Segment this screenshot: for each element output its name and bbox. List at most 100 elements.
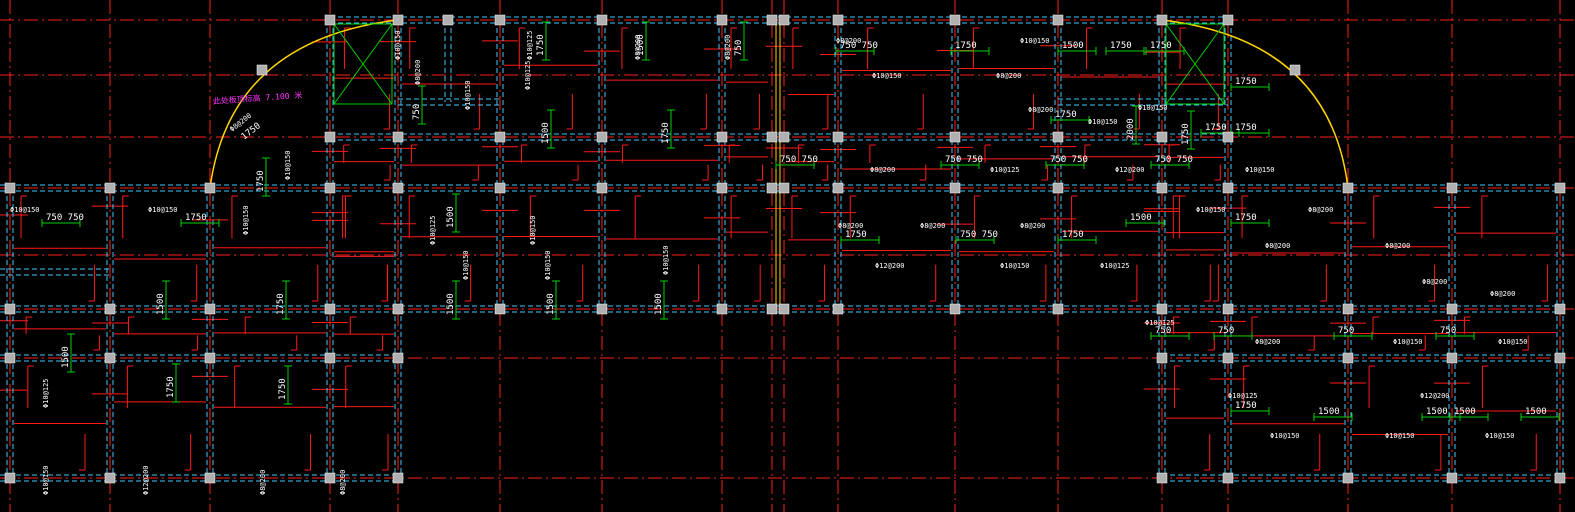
dimension-label: 1500 bbox=[446, 293, 456, 315]
column bbox=[716, 14, 728, 26]
rebar-label: Φ8@200 bbox=[1265, 242, 1290, 250]
rebar-label: Φ10@150 bbox=[242, 205, 250, 235]
column-layer bbox=[4, 14, 1566, 484]
dimension-label: 2000 bbox=[1126, 118, 1136, 140]
column bbox=[324, 472, 336, 484]
rebar-label: Φ10@125 bbox=[1145, 319, 1175, 327]
column bbox=[1554, 303, 1566, 315]
rebar-label: Φ10@150 bbox=[1138, 104, 1168, 112]
dimension-label: 750 750 bbox=[840, 41, 878, 51]
dimension-label: 1750 bbox=[1055, 110, 1077, 120]
dimension-label: 1500 bbox=[654, 293, 664, 315]
rebar-label: Φ8@200 bbox=[259, 470, 267, 495]
column bbox=[1052, 131, 1064, 143]
dimension-label: 750 bbox=[1218, 326, 1234, 336]
dimension-label: 1750 bbox=[256, 170, 266, 192]
column bbox=[1222, 131, 1234, 143]
shaft-cross bbox=[333, 23, 393, 105]
dimension-label: 750 bbox=[1155, 326, 1171, 336]
rebar-label: Φ10@125 bbox=[1100, 262, 1130, 270]
dimension-label: 750 bbox=[412, 104, 422, 120]
column bbox=[832, 131, 844, 143]
column bbox=[204, 472, 216, 484]
column bbox=[1156, 352, 1168, 364]
column bbox=[4, 182, 16, 194]
column bbox=[778, 131, 790, 143]
dimension-label: 1750 bbox=[1235, 213, 1257, 223]
rebar-label: Φ8@200 bbox=[414, 60, 422, 85]
dimension-label: 1750 bbox=[278, 378, 288, 400]
rebar-label: Φ8@200 bbox=[1028, 106, 1053, 114]
column bbox=[392, 352, 404, 364]
column bbox=[596, 14, 608, 26]
dimension-label: 1750 bbox=[955, 41, 977, 51]
column bbox=[104, 352, 116, 364]
rebar-label: Φ8@200 bbox=[1385, 242, 1410, 250]
column bbox=[104, 303, 116, 315]
column bbox=[204, 303, 216, 315]
column bbox=[1222, 352, 1234, 364]
rebar-label: Φ8@200 bbox=[920, 222, 945, 230]
rebar-label: Φ10@125 bbox=[526, 30, 534, 60]
rebar-label: Φ10@150 bbox=[872, 72, 902, 80]
column bbox=[949, 131, 961, 143]
rebar-label: Φ8@200 bbox=[996, 72, 1021, 80]
dimension-label: 1750 bbox=[1062, 230, 1084, 240]
column bbox=[596, 182, 608, 194]
rebar-layer bbox=[0, 27, 1556, 471]
column bbox=[4, 352, 16, 364]
dimension-layer: 1750 1500 750 750 750 1750 1500 1750 1750 750 150… bbox=[41, 21, 1560, 421]
column bbox=[324, 14, 336, 26]
column bbox=[104, 472, 116, 484]
column bbox=[1222, 303, 1234, 315]
rebar-label: Φ8@200 bbox=[870, 166, 895, 174]
column bbox=[1342, 303, 1354, 315]
dimension-label: 1500 bbox=[546, 293, 556, 315]
rebar-label: Φ10@150 bbox=[464, 80, 472, 110]
column bbox=[1052, 182, 1064, 194]
dimension-label: 1750 bbox=[845, 230, 867, 240]
column bbox=[494, 14, 506, 26]
column bbox=[392, 472, 404, 484]
column bbox=[392, 131, 404, 143]
dimension-label: 750 750 bbox=[960, 230, 998, 240]
column bbox=[778, 303, 790, 315]
column bbox=[1222, 472, 1234, 484]
dimension-label: 1750 bbox=[1235, 77, 1257, 87]
column bbox=[716, 131, 728, 143]
dimension-label: 750 bbox=[1440, 326, 1456, 336]
column bbox=[1446, 182, 1458, 194]
dimension-label: 1750 bbox=[1235, 401, 1257, 411]
column bbox=[104, 182, 116, 194]
column bbox=[1342, 352, 1354, 364]
dimension-label: 1750 bbox=[1235, 123, 1257, 133]
dimension-label: 750 750 bbox=[780, 155, 818, 165]
rebar-label: Φ10@150 bbox=[10, 206, 40, 214]
dimension-label: 1750 bbox=[185, 213, 207, 223]
column bbox=[256, 64, 268, 76]
dimension-label: 1500 bbox=[1318, 407, 1340, 417]
column bbox=[494, 131, 506, 143]
column bbox=[949, 182, 961, 194]
column bbox=[1156, 14, 1168, 26]
dimension-label: 1500 bbox=[541, 122, 551, 144]
column bbox=[4, 472, 16, 484]
dimension-label: 750 750 bbox=[46, 213, 84, 223]
rebar-label: Φ10@150 bbox=[1245, 166, 1275, 174]
rebar-label: Φ12@200 bbox=[1420, 392, 1450, 400]
column bbox=[1446, 472, 1458, 484]
dimension-label: 750 bbox=[734, 40, 744, 56]
rebar-label: Φ10@150 bbox=[394, 30, 402, 60]
column bbox=[392, 14, 404, 26]
dimension-label: 750 750 bbox=[1155, 155, 1193, 165]
dimension-label: 1750 bbox=[1150, 41, 1172, 51]
rebar-label: Φ8@200 bbox=[1422, 278, 1447, 286]
column bbox=[1052, 303, 1064, 315]
rebar-label: Φ8@200 bbox=[724, 35, 732, 60]
rebar-label: Φ10@125 bbox=[1228, 392, 1258, 400]
slab-note-text: 此处板顶标高 7.100 米 bbox=[212, 90, 302, 106]
column bbox=[1052, 14, 1064, 26]
rebar-label: Φ10@150 bbox=[284, 150, 292, 180]
rebar-label: Φ8@200 bbox=[339, 470, 347, 495]
